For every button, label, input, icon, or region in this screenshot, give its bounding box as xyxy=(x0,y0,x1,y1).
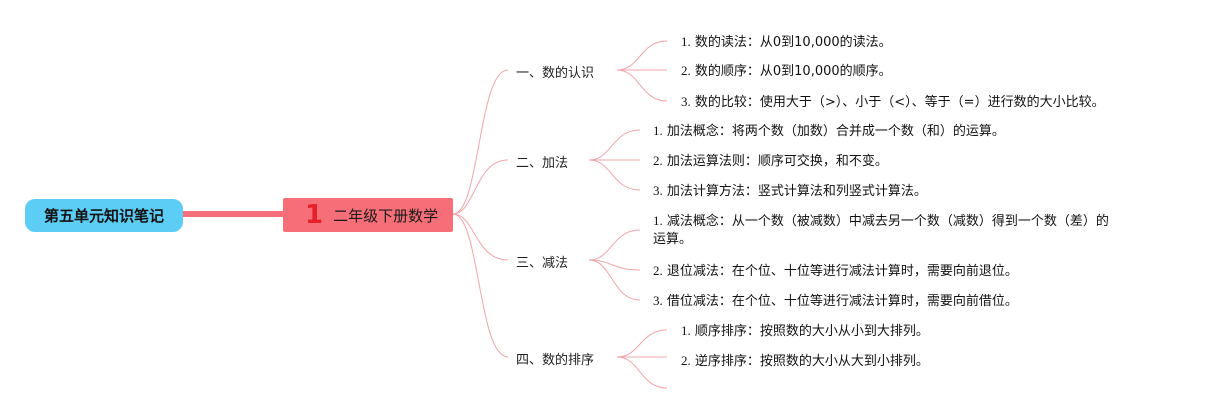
branch3-link-3 xyxy=(588,259,641,301)
center-branch-link-4 xyxy=(452,213,509,358)
branch3-link-1 xyxy=(588,229,641,261)
branch-number-recognition[interactable]: 一、数的认识 xyxy=(516,66,595,81)
branch-addition[interactable]: 二、加法 xyxy=(516,156,569,171)
leaf-3-3[interactable]: 3. 借位减法：在个位、十位等进行减法计算时，需要向前借位。 xyxy=(653,293,1018,309)
branch1-link-1 xyxy=(616,40,668,71)
center-branch-link-1 xyxy=(452,69,509,215)
root-label: 第五单元知识笔记 xyxy=(43,207,164,225)
branch1-link-3 xyxy=(616,69,668,102)
leaf-3-2[interactable]: 2. 退位减法：在个位、十位等进行减法计算时，需要向前退位。 xyxy=(653,263,1018,279)
leaf-2-2[interactable]: 2. 加法运算法则：顺序可交换，和不变。 xyxy=(653,153,888,169)
center-node[interactable]: 1 二年级下册数学 xyxy=(283,198,453,232)
branch-subtraction[interactable]: 三、减法 xyxy=(516,256,569,271)
leaf-4-2[interactable]: 2. 逆序排序：按照数的大小从大到小排列。 xyxy=(681,353,929,369)
leaf-1-1[interactable]: 1. 数的读法：从0到10,000的读法。 xyxy=(681,34,892,50)
leaf-1-2[interactable]: 2. 数的顺序：从0到10,000的顺序。 xyxy=(681,63,892,79)
branch2-link-1 xyxy=(588,129,641,161)
branch4-link-1 xyxy=(616,329,668,358)
branch-number-sorting[interactable]: 四、数的排序 xyxy=(516,353,595,368)
center-branch-link-3 xyxy=(452,213,509,261)
leaf-3-1-continuation: 运算。 xyxy=(653,232,693,247)
leaf-2-1[interactable]: 1. 加法概念：将两个数（加数）合并成一个数（和）的运算。 xyxy=(653,123,1005,139)
leaf-1-3[interactable]: 3. 数的比较：使用大于（>）、小于（<）、等于（=）进行数的大小比较。 xyxy=(681,94,1105,110)
branch4-link-3 xyxy=(616,356,668,389)
number-one-icon: 1 xyxy=(305,200,324,230)
leaf-3-1[interactable]: 1. 减法概念：从一个数（被减数）中减去另一个数（减数）得到一个数（差）的 运算… xyxy=(653,213,1109,247)
center-label: 二年级下册数学 xyxy=(333,206,439,225)
branch2-link-3 xyxy=(588,159,641,191)
leaf-4-1[interactable]: 1. 顺序排序：按照数的大小从小到大排列。 xyxy=(681,323,929,339)
center-branch-link-2 xyxy=(452,159,509,215)
leaf-2-3[interactable]: 3. 加法计算方法：竖式计算法和列竖式计算法。 xyxy=(653,183,927,199)
root-node[interactable]: 第五单元知识笔记 xyxy=(25,199,183,232)
